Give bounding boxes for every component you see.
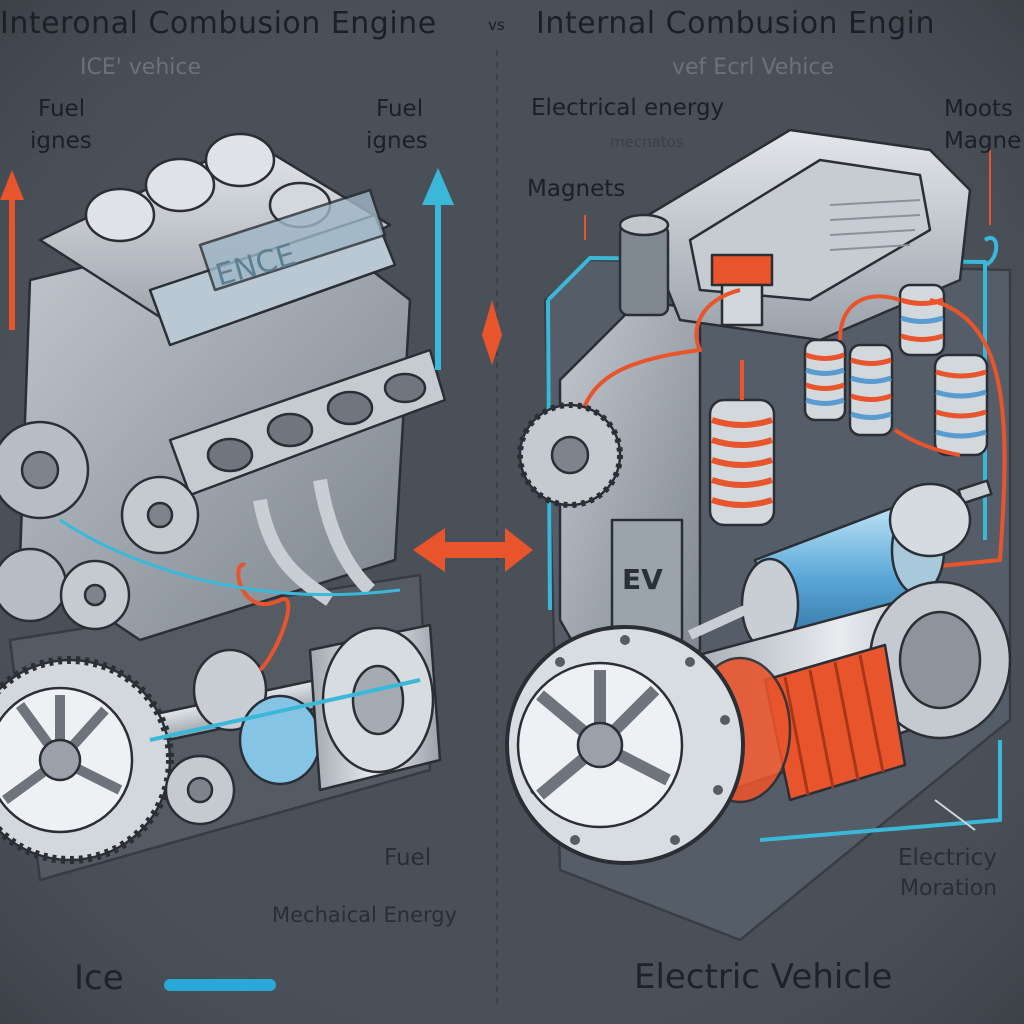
double-arrow-icon bbox=[413, 528, 533, 572]
ev-coil-blue bbox=[803, 283, 989, 457]
ev-gear-teeth bbox=[517, 402, 623, 508]
ev-stator-lines bbox=[783, 654, 885, 796]
ev-label-magne: Magne bbox=[944, 128, 1022, 154]
ice-gear-hub bbox=[20, 450, 60, 490]
ev-badge-panel bbox=[610, 518, 684, 642]
ice-port bbox=[206, 437, 254, 473]
left-title: Interonal Combusion Engine bbox=[0, 6, 437, 41]
ice-gear-hub bbox=[83, 583, 107, 607]
ev-label-pointer bbox=[934, 799, 976, 831]
ice-cylinder-cap bbox=[204, 132, 276, 188]
ev-badge-text: EV bbox=[622, 563, 663, 596]
ice-label-fuel: Fuel bbox=[38, 96, 86, 122]
ev-capacitor bbox=[618, 223, 670, 317]
ev-label-magnets: Magnets bbox=[527, 176, 626, 202]
double-arrow-icon bbox=[482, 300, 502, 365]
ev-frame-line bbox=[759, 740, 1002, 842]
ice-pulley-hub bbox=[186, 776, 214, 804]
ice-port bbox=[266, 412, 314, 448]
ev-bearing bbox=[888, 482, 972, 558]
ev-powertrain bbox=[505, 128, 1012, 942]
arrow-up-icon-head bbox=[0, 170, 24, 200]
center-arrows bbox=[413, 300, 533, 572]
ev-label-electrical-energy: Electrical energy bbox=[531, 95, 725, 121]
ice-flywheel-hub bbox=[38, 738, 82, 782]
ice-cylinder-cap bbox=[84, 187, 156, 243]
ev-label-moots: Moots bbox=[944, 96, 1013, 122]
ice-cylinder-cap bbox=[144, 157, 216, 213]
ice-wire-cyan bbox=[59, 518, 401, 597]
ev-label-electricy: Electricy bbox=[898, 845, 997, 871]
ev-gear-hub bbox=[550, 435, 590, 475]
ev-connector bbox=[710, 253, 774, 287]
ev-fins bbox=[829, 199, 921, 251]
ice-label-fuel-3: Fuel bbox=[384, 845, 432, 871]
ev-connector-base bbox=[720, 283, 764, 327]
arrow-up-icon-head bbox=[422, 168, 454, 205]
ice-gear-hub bbox=[146, 501, 174, 529]
ev-wheel-rim bbox=[505, 625, 745, 865]
right-subtitle: vef Ecrl Vehice bbox=[672, 55, 835, 80]
ev-coil-orange bbox=[708, 398, 776, 527]
ev-probe bbox=[687, 605, 748, 640]
left-subtitle: ICE' vehice bbox=[80, 55, 202, 80]
ev-capacitor-top bbox=[618, 213, 670, 237]
ice-wire-orange bbox=[236, 562, 291, 672]
ice-header-pipe bbox=[313, 478, 375, 595]
ice-label-ignes: ignes bbox=[30, 128, 92, 154]
ice-nameplate bbox=[198, 188, 387, 292]
ice-footer-label: Ice bbox=[74, 958, 124, 998]
ice-gear bbox=[0, 547, 68, 623]
ev-wire-cyan bbox=[983, 235, 999, 267]
ice-crank-disc bbox=[192, 648, 268, 732]
ev-footer-label: Electric Vehicle bbox=[634, 957, 893, 997]
ice-arrows bbox=[0, 168, 454, 991]
ice-flywheel-teeth bbox=[0, 656, 174, 864]
ice-port bbox=[326, 390, 374, 426]
ice-transmission-hub bbox=[351, 664, 405, 736]
ice-port bbox=[383, 372, 427, 404]
ice-label-fuel-2: Fuel bbox=[376, 96, 424, 122]
ev-wire-orange bbox=[578, 288, 1007, 572]
ev-label-meaning: mecnatos bbox=[610, 133, 684, 151]
ice-label-ignes-2: ignes bbox=[366, 128, 428, 154]
vs-label: vs bbox=[488, 16, 505, 34]
ice-label-mech-energy: Mechaical Energy bbox=[272, 903, 458, 927]
ice-engine bbox=[0, 132, 447, 882]
ice-wire-cyan bbox=[149, 678, 421, 742]
right-title: Internal Combusion Engin bbox=[536, 6, 935, 41]
ev-label-moration: Moration bbox=[900, 876, 998, 901]
ev-drive-end-hub bbox=[898, 610, 982, 710]
ev-wheel-hub bbox=[576, 721, 624, 769]
